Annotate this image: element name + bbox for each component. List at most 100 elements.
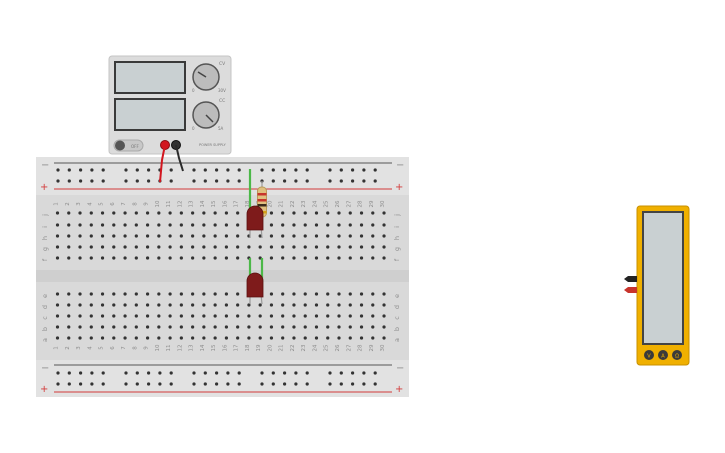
terminal-hole[interactable] bbox=[359, 234, 364, 238]
rail-hole[interactable] bbox=[226, 382, 230, 386]
rail-hole[interactable] bbox=[362, 382, 366, 386]
terminal-hole[interactable] bbox=[179, 245, 183, 249]
rail-hole[interactable] bbox=[135, 168, 139, 172]
terminal-hole[interactable] bbox=[134, 314, 138, 318]
terminal-hole[interactable] bbox=[134, 303, 138, 307]
terminal-hole[interactable] bbox=[123, 245, 127, 249]
terminal-hole[interactable] bbox=[337, 314, 341, 318]
terminal-hole[interactable] bbox=[112, 211, 116, 215]
terminal-hole[interactable] bbox=[78, 211, 82, 215]
terminal-hole[interactable] bbox=[168, 325, 172, 329]
terminal-hole[interactable] bbox=[145, 234, 150, 238]
terminal-hole[interactable] bbox=[258, 314, 262, 318]
terminal-hole[interactable] bbox=[314, 325, 319, 329]
terminal-hole[interactable] bbox=[112, 292, 116, 296]
terminal-hole[interactable] bbox=[112, 325, 116, 329]
power-supply[interactable]: CV CC 0 30V 0 5A OFF POWER SUPPLY bbox=[108, 55, 232, 155]
rail-hole[interactable] bbox=[124, 382, 128, 386]
terminal-hole[interactable] bbox=[326, 314, 330, 318]
rail-hole[interactable] bbox=[339, 179, 343, 183]
terminal-hole[interactable] bbox=[314, 256, 319, 260]
terminal-hole[interactable] bbox=[281, 325, 285, 329]
terminal-hole[interactable] bbox=[348, 303, 352, 307]
rail-hole[interactable] bbox=[147, 179, 151, 183]
terminal-hole[interactable] bbox=[179, 234, 183, 238]
terminal-hole[interactable] bbox=[258, 336, 262, 340]
terminal-hole[interactable] bbox=[213, 292, 217, 296]
rail-hole[interactable] bbox=[169, 382, 173, 386]
terminal-hole[interactable] bbox=[247, 325, 251, 329]
terminal-hole[interactable] bbox=[303, 336, 307, 340]
terminal-hole[interactable] bbox=[292, 234, 296, 238]
terminal-hole[interactable] bbox=[292, 303, 296, 307]
rail-hole[interactable] bbox=[101, 179, 105, 183]
terminal-hole[interactable] bbox=[281, 292, 285, 296]
terminal-hole[interactable] bbox=[359, 325, 364, 329]
rail-hole[interactable] bbox=[339, 371, 343, 375]
rail-hole[interactable] bbox=[79, 371, 83, 375]
multimeter-mode-voltage-button[interactable]: V bbox=[644, 350, 654, 360]
terminal-hole[interactable] bbox=[89, 303, 93, 307]
rail-hole[interactable] bbox=[215, 382, 219, 386]
rail-hole[interactable] bbox=[203, 179, 207, 183]
terminal-hole[interactable] bbox=[55, 211, 60, 215]
terminal-hole[interactable] bbox=[100, 325, 105, 329]
rail-hole[interactable] bbox=[271, 382, 275, 386]
rail-hole[interactable] bbox=[237, 179, 241, 183]
terminal-hole[interactable] bbox=[326, 223, 330, 227]
rail-hole[interactable] bbox=[147, 382, 151, 386]
terminal-hole[interactable] bbox=[145, 325, 150, 329]
terminal-hole[interactable] bbox=[100, 223, 105, 227]
terminal-hole[interactable] bbox=[202, 245, 206, 249]
terminal-hole[interactable] bbox=[123, 336, 127, 340]
terminal-hole[interactable] bbox=[314, 223, 319, 227]
terminal-hole[interactable] bbox=[348, 325, 352, 329]
rail-hole[interactable] bbox=[305, 382, 309, 386]
terminal-hole[interactable] bbox=[67, 292, 71, 296]
terminal-hole[interactable] bbox=[123, 256, 127, 260]
terminal-hole[interactable] bbox=[112, 256, 116, 260]
terminal-hole[interactable] bbox=[78, 223, 82, 227]
terminal-hole[interactable] bbox=[78, 325, 82, 329]
terminal-hole[interactable] bbox=[224, 314, 228, 318]
terminal-hole[interactable] bbox=[326, 211, 330, 215]
terminal-hole[interactable] bbox=[179, 292, 183, 296]
rail-hole[interactable] bbox=[124, 168, 128, 172]
terminal-hole[interactable] bbox=[157, 314, 161, 318]
rail-hole[interactable] bbox=[192, 179, 196, 183]
terminal-hole[interactable] bbox=[89, 234, 93, 238]
terminal-hole[interactable] bbox=[179, 325, 183, 329]
terminal-hole[interactable] bbox=[55, 234, 60, 238]
terminal-hole[interactable] bbox=[337, 336, 341, 340]
terminal-hole[interactable] bbox=[224, 325, 228, 329]
terminal-hole[interactable] bbox=[224, 234, 228, 238]
terminal-hole[interactable] bbox=[314, 314, 319, 318]
terminal-hole[interactable] bbox=[281, 223, 285, 227]
terminal-hole[interactable] bbox=[269, 303, 274, 307]
rail-hole[interactable] bbox=[158, 382, 162, 386]
rail-hole[interactable] bbox=[305, 168, 309, 172]
terminal-hole[interactable] bbox=[371, 256, 375, 260]
terminal-hole[interactable] bbox=[168, 314, 172, 318]
terminal-hole[interactable] bbox=[382, 245, 386, 249]
terminal-hole[interactable] bbox=[78, 336, 82, 340]
terminal-hole[interactable] bbox=[191, 223, 195, 227]
terminal-hole[interactable] bbox=[303, 292, 307, 296]
terminal-hole[interactable] bbox=[281, 245, 285, 249]
rail-hole[interactable] bbox=[362, 168, 366, 172]
terminal-hole[interactable] bbox=[157, 256, 161, 260]
terminal-hole[interactable] bbox=[236, 256, 240, 260]
terminal-hole[interactable] bbox=[337, 325, 341, 329]
rail-hole[interactable] bbox=[101, 382, 105, 386]
terminal-hole[interactable] bbox=[371, 234, 375, 238]
terminal-hole[interactable] bbox=[258, 303, 262, 307]
terminal-hole[interactable] bbox=[371, 292, 375, 296]
rail-hole[interactable] bbox=[294, 371, 298, 375]
terminal-hole[interactable] bbox=[348, 256, 352, 260]
terminal-hole[interactable] bbox=[337, 303, 341, 307]
terminal-hole[interactable] bbox=[191, 234, 195, 238]
terminal-hole[interactable] bbox=[67, 325, 71, 329]
rail-hole[interactable] bbox=[237, 382, 241, 386]
terminal-hole[interactable] bbox=[157, 245, 161, 249]
terminal-hole[interactable] bbox=[191, 314, 195, 318]
